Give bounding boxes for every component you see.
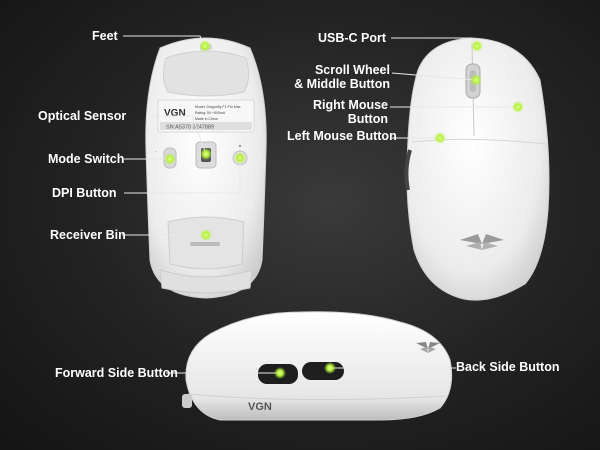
label-serial: SN:A5370 3247889 xyxy=(166,125,214,131)
dpi-indicator-led xyxy=(238,144,242,148)
callout-markers xyxy=(164,40,524,379)
left-side-button-edge xyxy=(404,149,412,191)
marker-right-mouse xyxy=(512,101,524,113)
marker-usb-c xyxy=(471,40,483,52)
vgn-wing-logo xyxy=(460,234,504,250)
marker-mode-switch xyxy=(164,153,176,165)
mouse-side-view: VGN xyxy=(182,311,453,421)
callout-optical-sensor: Optical Sensor xyxy=(38,109,127,123)
callout-usb-c-port: USB-C Port xyxy=(318,31,387,45)
mouse-side-seam xyxy=(187,393,447,401)
label-brand: VGN xyxy=(164,108,186,119)
leader-line-optical-sensor xyxy=(150,115,207,155)
mode-switch-marking: ⌃ xyxy=(154,150,157,155)
callout-forward-side-button: Forward Side Button xyxy=(55,366,178,380)
callout-receiver-bin: Receiver Bin xyxy=(50,228,126,242)
marker-scroll-wheel xyxy=(470,74,482,86)
callout-scroll-wheel-line2: & Middle Button xyxy=(294,77,390,91)
side-wing-logo xyxy=(416,342,440,353)
callout-feet: Feet xyxy=(92,29,118,43)
mouse-bottom-view: VGN Model: Dragonfly F1 Pro Max Rating: … xyxy=(145,37,267,299)
back-side-button xyxy=(302,362,344,380)
side-brand-text: VGN xyxy=(248,401,272,413)
marker-receiver-bin xyxy=(200,229,212,241)
callout-right-mouse-line2: Button xyxy=(347,112,388,126)
receiver-bin-slot xyxy=(190,242,220,246)
marker-dpi-button xyxy=(234,152,246,164)
marker-optical-sensor xyxy=(200,148,212,160)
marker-left-mouse xyxy=(434,132,446,144)
button-edge-line xyxy=(411,138,547,145)
marker-back-side xyxy=(324,362,336,374)
callout-right-mouse-line1: Right Mouse xyxy=(313,98,388,112)
label-rating: Rating: 5V⎓500mA xyxy=(195,111,226,115)
mouse-side-front-edge xyxy=(182,394,192,408)
marker-feet xyxy=(199,40,211,52)
mouse-foot-top xyxy=(162,50,250,97)
callout-dpi-button: DPI Button xyxy=(52,186,117,200)
marker-forward-side xyxy=(274,367,286,379)
label-serial-strip xyxy=(160,122,252,130)
callout-right-mouse-button: Right Mouse Button xyxy=(300,98,388,126)
callout-left-mouse-button: Left Mouse Button xyxy=(287,129,397,143)
leader-line-scroll-wheel xyxy=(391,72,477,81)
callout-scroll-wheel: Scroll Wheel & Middle Button xyxy=(290,63,390,91)
label-origin: Made in China xyxy=(195,117,218,121)
mouse-foot-bottom xyxy=(159,269,253,294)
callout-mode-switch: Mode Switch xyxy=(48,152,125,166)
label-model: Model: Dragonfly F1 Pro Max xyxy=(195,105,241,109)
callout-scroll-wheel-line1: Scroll Wheel xyxy=(314,63,390,77)
callout-lines xyxy=(122,35,518,374)
callout-back-side-button: Back Side Button xyxy=(456,360,560,374)
leader-line-dpi-button xyxy=(124,160,241,194)
